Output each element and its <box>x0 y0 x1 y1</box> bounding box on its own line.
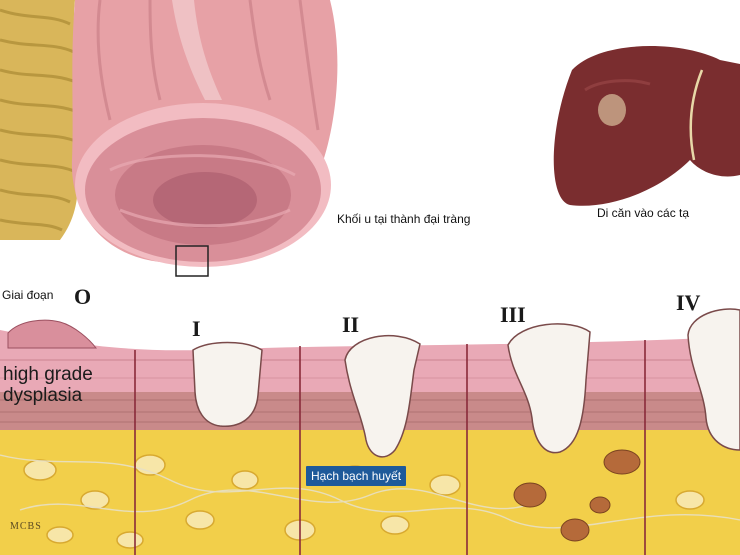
lymph-nodes <box>513 449 641 542</box>
stage-ii-label: II <box>342 312 360 337</box>
mesentery-fat <box>0 0 80 240</box>
tumor-caption: Khối u tại thành đại tràng <box>337 212 471 226</box>
dysplasia-label: high grade dysplasia <box>3 364 93 406</box>
stage-o-label: O <box>74 284 92 309</box>
tumor-stage-i <box>192 341 263 427</box>
tumors <box>192 308 740 458</box>
metastasis-caption: Di căn vào các tạ <box>597 206 690 220</box>
lymph-node-label: Hạch bạch huyết <box>306 466 407 486</box>
stage-o-lesion <box>7 319 98 349</box>
stage-iii-label: III <box>500 302 526 327</box>
tumor-stage-iv <box>687 308 740 451</box>
tumor-stage-iii <box>507 323 591 454</box>
logo-mark: MCBS <box>10 521 42 532</box>
stage-iv-label: IV <box>676 290 701 315</box>
stage-label: Giai đoạn <box>2 288 54 302</box>
liver-illustration <box>553 46 740 206</box>
colon-tube <box>71 0 338 277</box>
stage-i-label: I <box>192 316 201 341</box>
stage-dividers <box>134 340 646 555</box>
tumor-stage-ii <box>344 335 421 458</box>
